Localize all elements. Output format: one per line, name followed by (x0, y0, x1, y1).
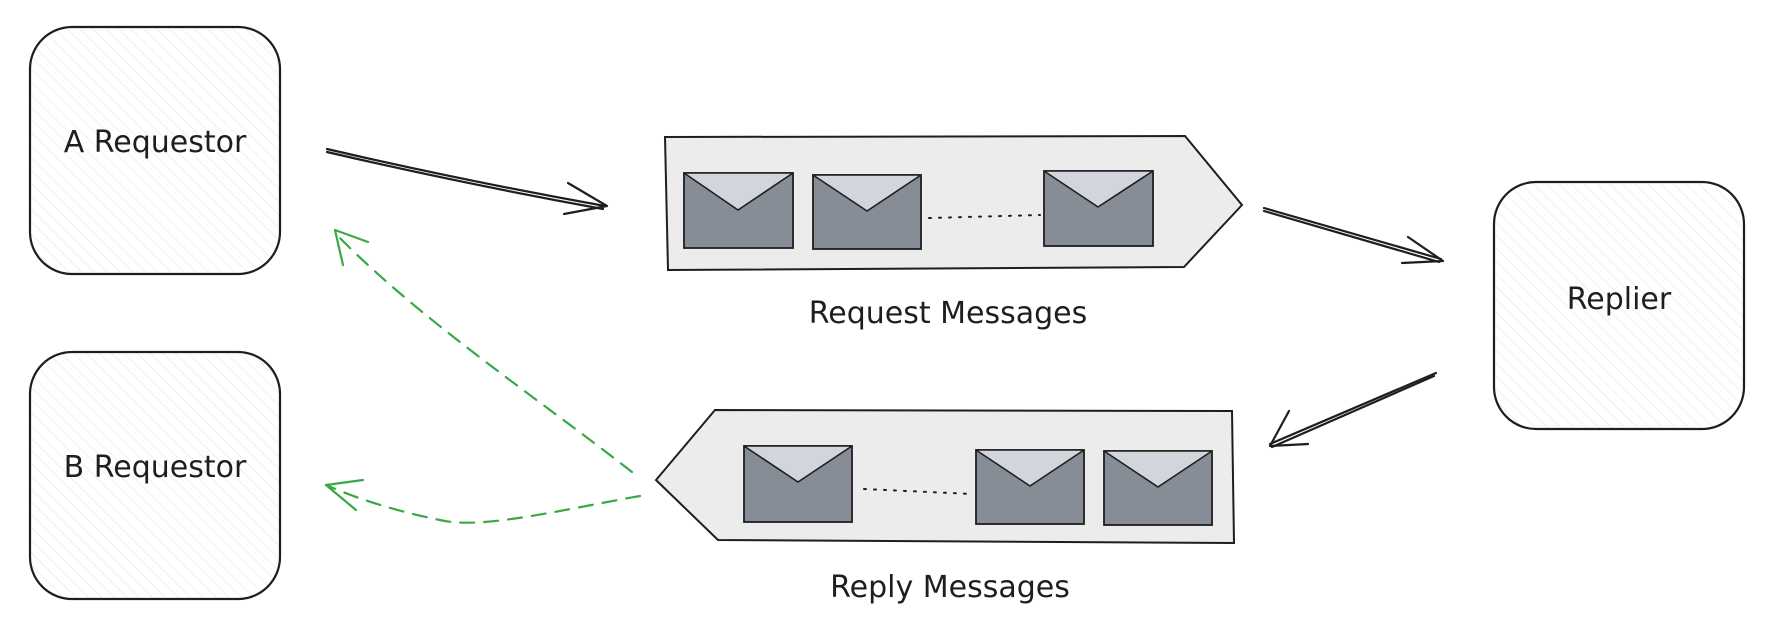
ellipsis-dots (863, 488, 973, 495)
reply-arrow-in (1268, 371, 1438, 449)
reply-queue (654, 408, 1236, 545)
envelope-icon (812, 174, 922, 250)
request-arrow-out (1262, 206, 1445, 265)
replier-label: Replier (1567, 282, 1672, 317)
reply-queue-label: Reply Messages (830, 570, 1070, 605)
request-arrow-in (325, 147, 609, 216)
request-queue (663, 134, 1244, 272)
reply-arrow-to-a (333, 228, 634, 474)
ellipsis-dots (928, 214, 1041, 219)
envelope-icon (743, 445, 853, 523)
replier-node: Replier (1492, 180, 1746, 431)
b-requestor-node: B Requestor (28, 350, 282, 601)
envelope-icon (975, 449, 1085, 525)
b-requestor-label: B Requestor (64, 450, 247, 485)
a-requestor-label: A Requestor (64, 125, 247, 160)
envelope-icon (683, 172, 794, 249)
request-queue-label: Request Messages (809, 296, 1088, 331)
a-requestor-node: A Requestor (28, 25, 282, 276)
envelope-icon (1103, 450, 1213, 526)
envelope-icon (1043, 170, 1154, 247)
reply-arrow-to-b (324, 478, 642, 524)
